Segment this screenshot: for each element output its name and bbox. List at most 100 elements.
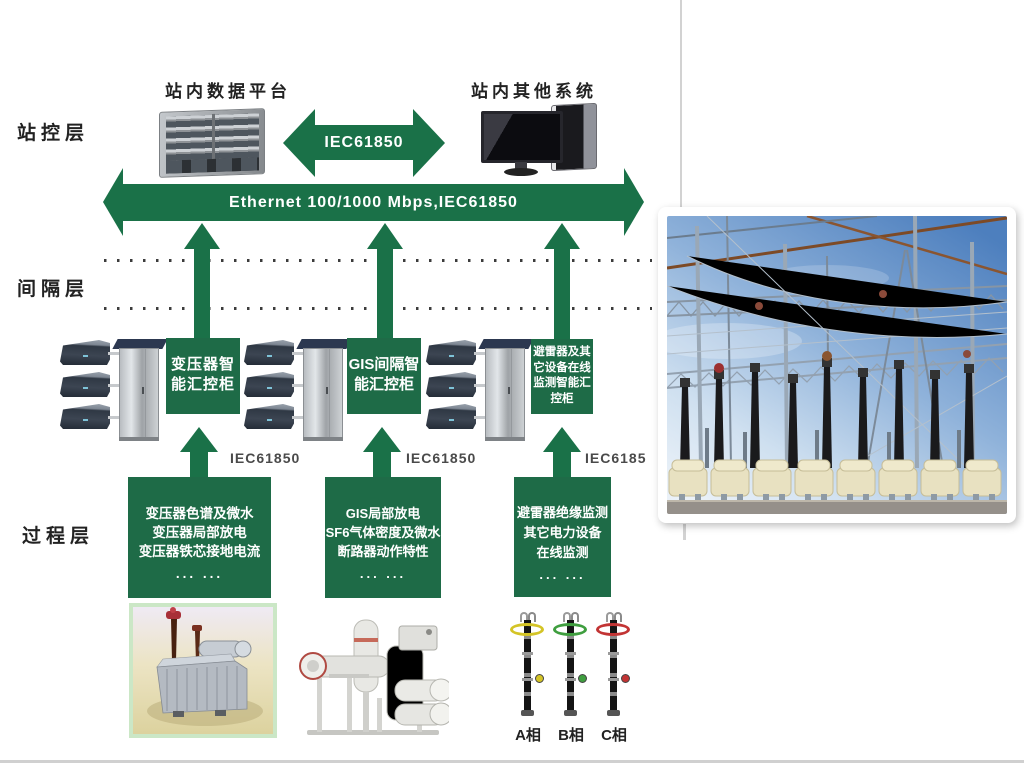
flange: [565, 678, 576, 681]
arrow-shaft: [553, 452, 571, 479]
cable: [108, 352, 121, 355]
box-line: 能汇控柜: [353, 376, 414, 393]
cabinet-base: [119, 437, 159, 441]
ied-cabinet-group-transformer: [60, 339, 168, 442]
cabinet-body: [303, 348, 343, 438]
arrowhead-up-icon: [184, 223, 220, 249]
box-line: SF6气体密度及微水: [325, 525, 441, 540]
cabinet-body: [485, 348, 525, 438]
arrow-shaft: [190, 452, 208, 479]
ied-device: [60, 340, 110, 365]
arrow-shaft: [373, 452, 391, 479]
arrester-base: [564, 710, 577, 716]
cabinet-box-transformer: 变压器智 能汇控柜: [166, 338, 240, 414]
grading-ring-yellow: [510, 623, 544, 636]
hook-icon: [614, 612, 622, 622]
gis-drawing: [299, 619, 453, 735]
device-led: [449, 354, 454, 357]
box-line: GIS间隔智: [348, 356, 420, 373]
ied-device: [426, 340, 476, 365]
monitor-dot-yellow: [535, 674, 544, 683]
flange: [522, 652, 533, 655]
flange: [608, 652, 619, 655]
arrester-base: [607, 710, 620, 716]
bottom-separator-line: [0, 760, 1024, 763]
uplink-arrow-gis: [367, 223, 403, 339]
box-line: 变压器局部放电: [152, 525, 247, 540]
ied-cabinet-group-arrester: [426, 339, 534, 442]
device-led: [267, 418, 272, 421]
monitor-box-gis: GIS局部放电 SF6气体密度及微水 断路器动作特性 ... ...: [325, 477, 441, 598]
cabinet-door-line: [329, 349, 330, 437]
ied-device: [60, 404, 110, 429]
link-arrow-label: IEC61850: [324, 133, 404, 151]
box-line: 能汇控柜: [170, 376, 235, 393]
arrester-column: [524, 620, 531, 712]
arrowhead-up-icon: [543, 427, 581, 452]
server-fan-row: [166, 157, 259, 174]
arrow-shaft: [194, 249, 210, 339]
link-arrowhead-right: [413, 109, 445, 177]
box-line: 避雷器及其: [533, 346, 591, 358]
grading-ring-red: [596, 623, 630, 636]
phase-b-label: B相: [558, 727, 584, 744]
uplink-arrow-transformer: [184, 223, 220, 339]
ied-device: [244, 340, 294, 365]
layer-label-bay: 间隔层: [17, 279, 90, 300]
device-led: [83, 354, 88, 357]
ied-device: [244, 372, 294, 397]
diagram-edge-line: [680, 0, 682, 210]
cable: [292, 384, 305, 387]
device-led: [83, 386, 88, 389]
monitor-box-arrester: 避雷器绝缘监测 其它电力设备 在线监测 ... ...: [514, 477, 611, 597]
cabinet-handle: [142, 387, 144, 394]
phase-a-label: A相: [515, 727, 541, 744]
cabinet-door-line: [511, 349, 512, 437]
monitor-base: [504, 168, 538, 176]
cabinet-box-arrester: 避雷器及其 它设备在线 监测智能汇 控柜: [531, 339, 593, 414]
bus-arrow-bar: Ethernet 100/1000 Mbps,IEC61850: [122, 184, 625, 221]
cabinet-handle: [508, 387, 510, 394]
box-line: 变压器智: [170, 356, 235, 373]
monitor-box-transformer: 变压器色谱及微水 变压器局部放电 变压器铁芯接地电流 ... ...: [128, 477, 271, 598]
iec61850-label-1: IEC61850: [230, 450, 301, 466]
process-uplink-arrow-gis: [363, 427, 401, 479]
substation-photo: [658, 207, 1016, 523]
cable: [108, 416, 121, 419]
phase-c-label: C相: [601, 727, 627, 744]
cable: [474, 416, 487, 419]
ied-cabinet-group-gis: [244, 339, 352, 442]
cable: [474, 384, 487, 387]
device-led: [267, 386, 272, 389]
bus-arrowhead-left: [103, 168, 123, 236]
arrowhead-up-icon: [544, 223, 580, 249]
box-line: 避雷器绝缘监测: [516, 505, 608, 520]
gis-equipment-image: [299, 608, 453, 748]
arrowhead-up-icon: [367, 223, 403, 249]
substation-photo-drawing: [667, 216, 1007, 514]
ied-device: [60, 372, 110, 397]
box-line: 它设备在线: [533, 361, 591, 374]
process-uplink-arrow-transformer: [180, 427, 218, 479]
monitor-neck: [515, 162, 527, 171]
arrow-shaft: [554, 249, 570, 339]
layer-label-process: 过程层: [22, 526, 95, 547]
box-line: 在线监测: [536, 545, 589, 560]
arrowhead-up-icon: [180, 427, 218, 452]
ied-device: [426, 404, 476, 429]
cable: [108, 384, 121, 387]
transformer-drawing: [133, 607, 273, 734]
link-arrow-bar: IEC61850: [314, 125, 414, 160]
grading-ring-green: [553, 623, 587, 636]
layer-label-station-control: 站控层: [17, 123, 90, 144]
cabinet-body: [119, 348, 159, 438]
arrester-column: [567, 620, 574, 712]
device-led: [267, 354, 272, 357]
cabinet-handle: [326, 387, 328, 394]
process-uplink-arrow-arrester: [543, 427, 581, 479]
ied-device: [244, 404, 294, 429]
uplink-arrow-arrester: [544, 223, 580, 339]
photo-edge-mark: [683, 524, 686, 540]
computer-monitor: [481, 111, 563, 163]
